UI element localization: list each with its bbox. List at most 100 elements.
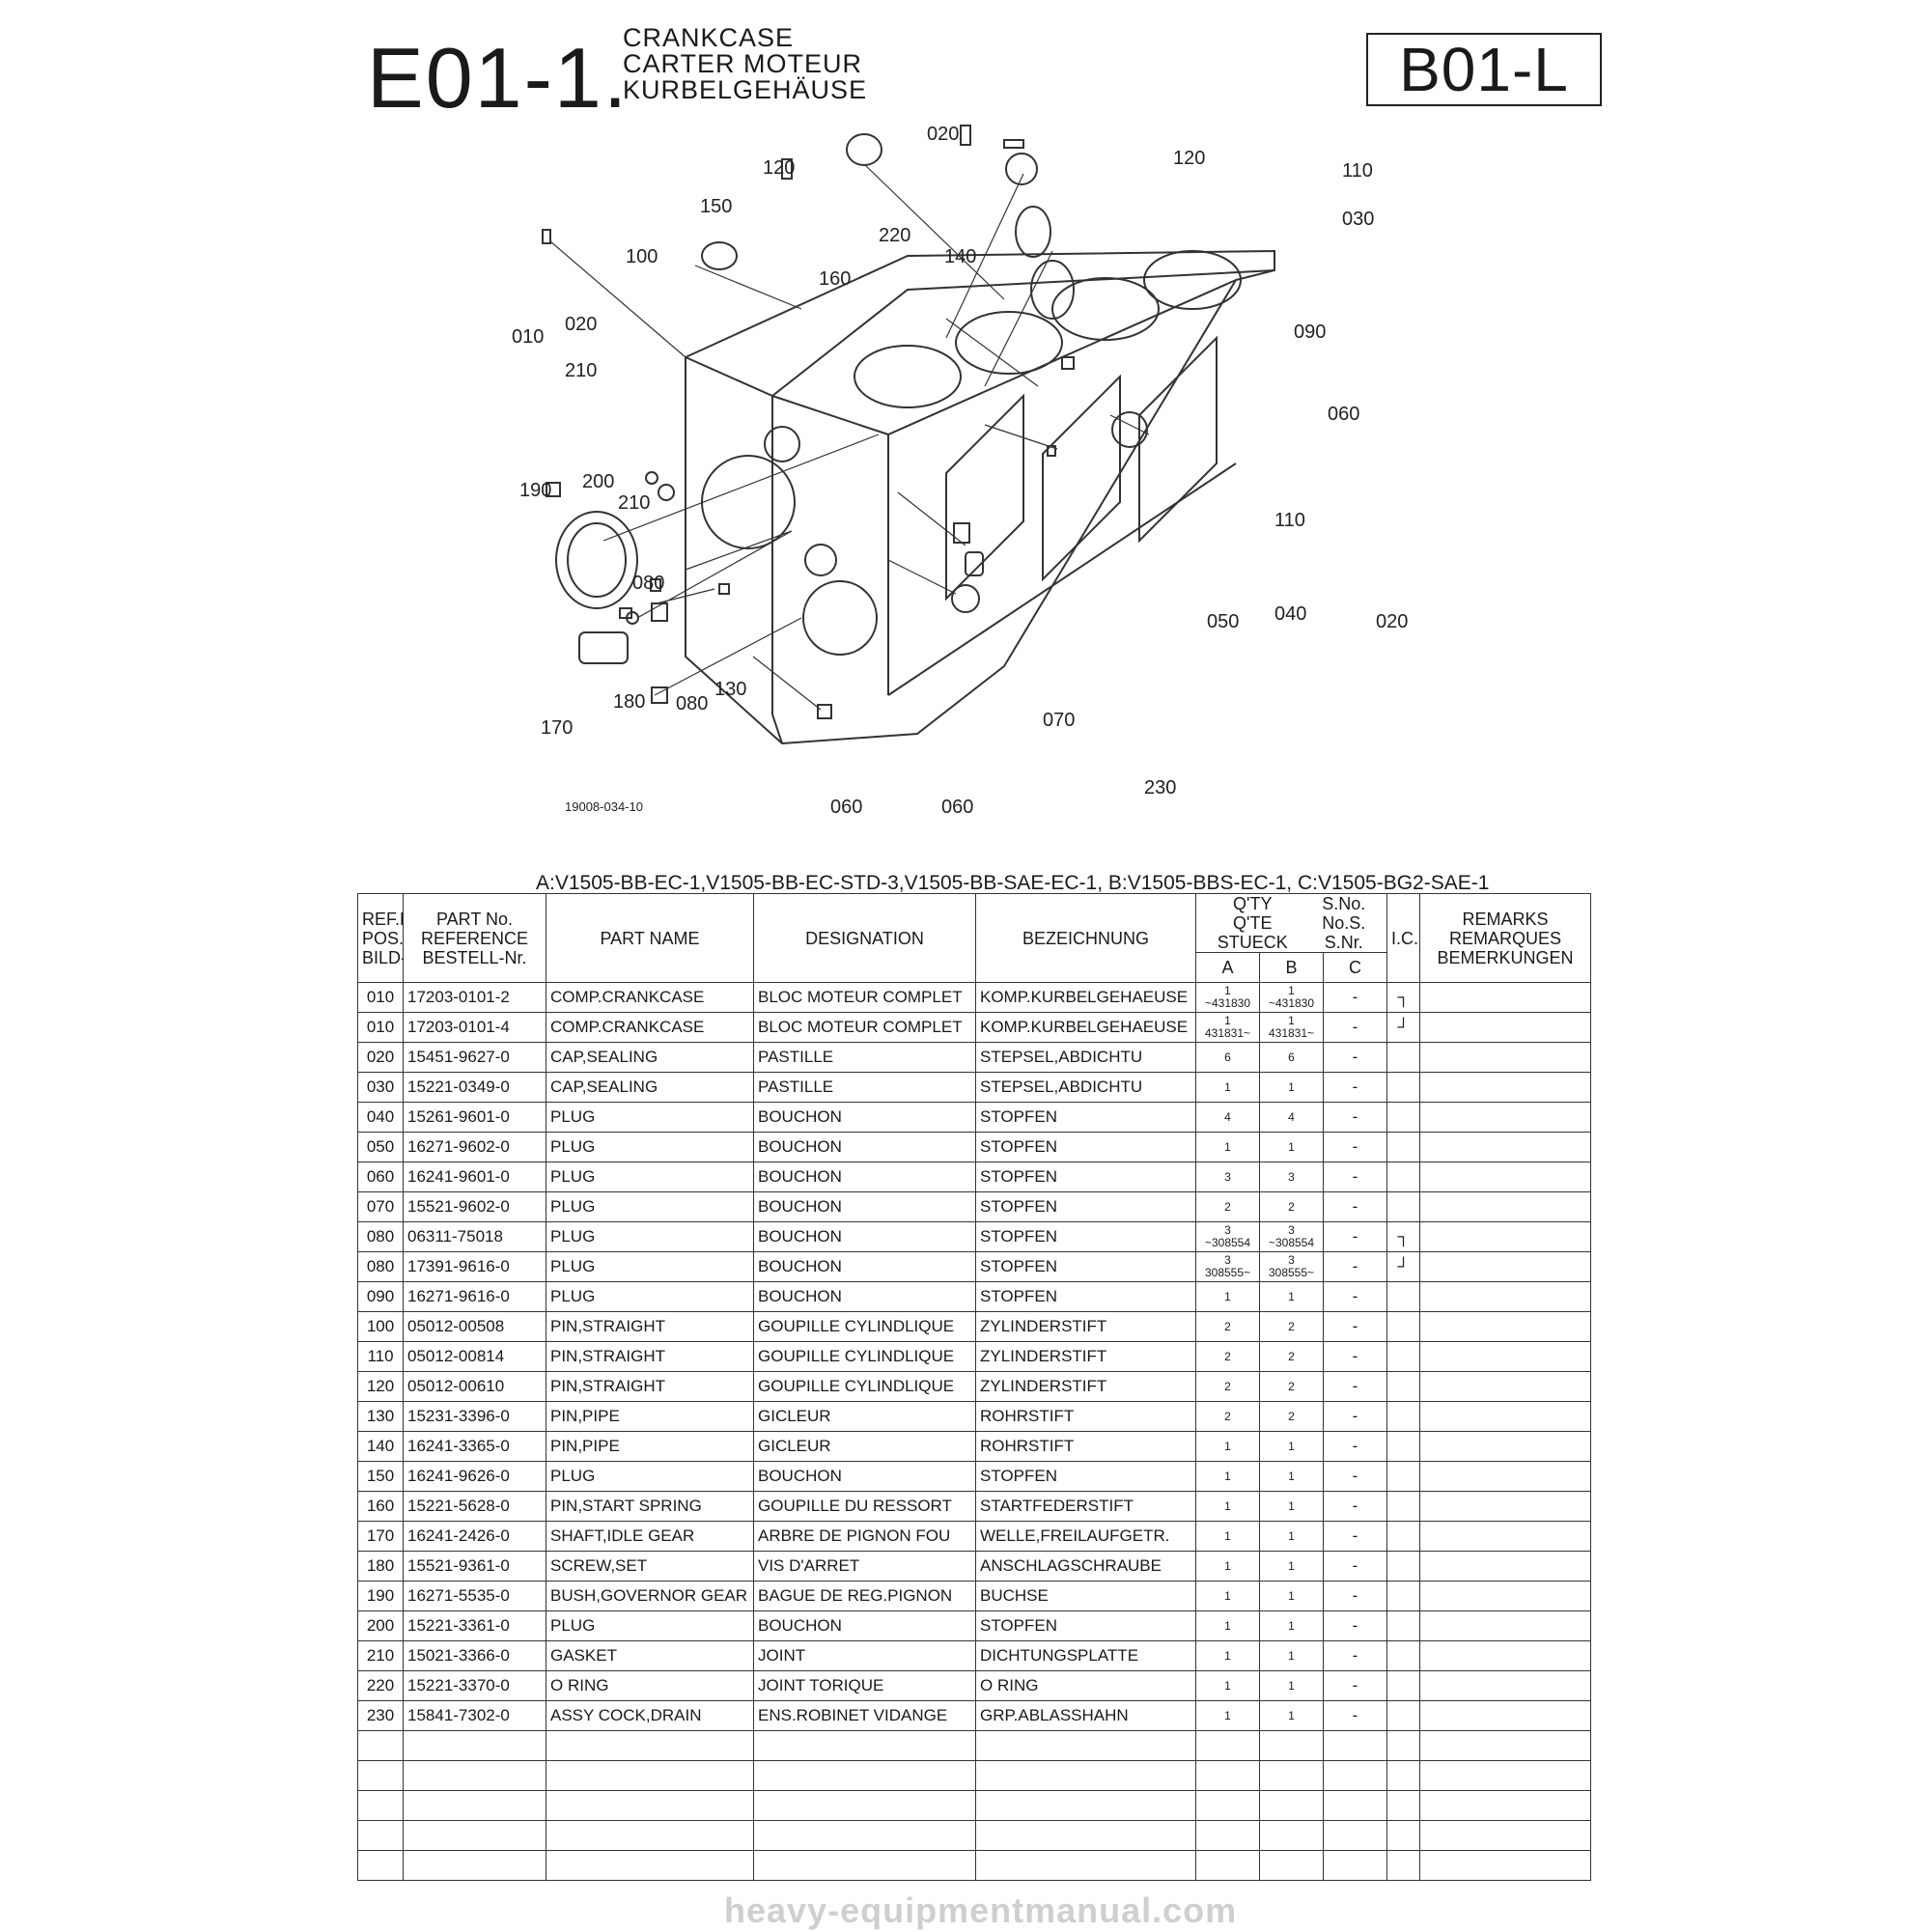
qty-b-cell: 1 (1259, 1670, 1324, 1701)
qty-a-cell: 1 (1195, 1491, 1260, 1522)
remarks-cell (1419, 1251, 1592, 1282)
part-no-cell: 15231-3396-0 (403, 1401, 546, 1432)
designation-cell: VIS D'ARRET (753, 1551, 976, 1582)
ref-cell: 050 (357, 1132, 404, 1162)
qty-b-cell: 2 (1259, 1341, 1324, 1372)
ic-cell: ┘ (1386, 1012, 1421, 1043)
ic-cell (1386, 1401, 1421, 1432)
svg-text:170: 170 (541, 717, 573, 739)
part-name-cell: BUSH,GOVERNOR GEAR (546, 1581, 754, 1611)
part-name-cell: CAP,SEALING (546, 1072, 754, 1103)
remarks-cell (1419, 1012, 1592, 1043)
remarks-cell (1419, 1162, 1592, 1192)
part-no-cell: 15021-3366-0 (403, 1640, 546, 1671)
qty-c-cell: - (1322, 1461, 1388, 1492)
empty-cell (546, 1820, 754, 1851)
ic-cell (1386, 1431, 1421, 1462)
part-no-cell: 17391-9616-0 (403, 1251, 546, 1282)
qty-a-cell: 2 (1195, 1191, 1260, 1222)
designation-cell: ENS.ROBINET VIDANGE (753, 1700, 976, 1731)
remarks-cell (1419, 1191, 1592, 1222)
part-name-cell: SCREW,SET (546, 1551, 754, 1582)
title-english: CRANKCASE (623, 23, 795, 52)
qty-a-cell: 1 (1195, 1700, 1260, 1731)
remarks-cell (1419, 1341, 1592, 1372)
qty-c-cell: - (1322, 1640, 1388, 1671)
qty-b-cell: 1 (1259, 1072, 1324, 1103)
designation-cell: BAGUE DE REG.PIGNON (753, 1581, 976, 1611)
part-no-cell: 15221-0349-0 (403, 1072, 546, 1103)
empty-cell (1259, 1760, 1324, 1791)
svg-text:050: 050 (1207, 611, 1239, 632)
designation-cell: BOUCHON (753, 1162, 976, 1192)
remarks-cell (1419, 1371, 1592, 1402)
qty-a-cell: 1 (1195, 1281, 1260, 1312)
ref-cell: 010 (357, 1012, 404, 1043)
ref-cell: 210 (357, 1640, 404, 1671)
qty-b-cell: 1 (1259, 1521, 1324, 1552)
qty-c-cell: - (1322, 1551, 1388, 1582)
designation-cell: ARBRE DE PIGNON FOU (753, 1521, 976, 1552)
svg-text:150: 150 (700, 196, 732, 217)
empty-cell (546, 1730, 754, 1761)
svg-text:160: 160 (819, 268, 851, 290)
designation-cell: BOUCHON (753, 1132, 976, 1162)
ic-cell (1386, 1581, 1421, 1611)
remarks-cell (1419, 1132, 1592, 1162)
svg-text:200: 200 (582, 471, 614, 492)
ic-cell: ┘ (1386, 1251, 1421, 1282)
svg-text:070: 070 (1043, 710, 1075, 731)
svg-text:080: 080 (676, 693, 708, 714)
part-name-cell: GASKET (546, 1640, 754, 1671)
title-german: KURBELGEHÄUSE (623, 75, 868, 104)
bezeichnung-cell: STOPFEN (975, 1191, 1196, 1222)
header-row: REF.No.POS.No.BILD-Nr. PART No.REFERENCE… (357, 893, 1592, 983)
part-name-cell: PIN,STRAIGHT (546, 1311, 754, 1342)
qty-b-cell: 3~308554 (1259, 1221, 1324, 1252)
bezeichnung-cell: KOMP.KURBELGEHAEUSE (975, 1012, 1196, 1043)
empty-cell (1259, 1850, 1324, 1881)
empty-cell (1322, 1730, 1388, 1761)
svg-text:060: 060 (941, 797, 973, 818)
qty-b-cell: 1 (1259, 1461, 1324, 1492)
qty-c-cell: - (1322, 1012, 1388, 1043)
watermark: heavy-equipmentmanual.com (724, 1890, 1238, 1930)
ref-cell: 160 (357, 1491, 404, 1522)
svg-text:040: 040 (1274, 603, 1306, 625)
part-no-cell: 16241-3365-0 (403, 1431, 546, 1462)
empty-cell (1419, 1760, 1592, 1791)
ic-cell (1386, 1491, 1421, 1522)
empty-cell (1322, 1820, 1388, 1851)
empty-table-row (357, 1850, 1592, 1881)
section-number: E01-1. (367, 30, 630, 126)
svg-text:030: 030 (1342, 209, 1374, 230)
empty-cell (753, 1790, 976, 1821)
qty-c-cell: - (1322, 1670, 1388, 1701)
qty-a-cell: 2 (1195, 1401, 1260, 1432)
empty-cell (975, 1760, 1196, 1791)
designation-cell: GICLEUR (753, 1431, 976, 1462)
designation-cell: BLOC MOTEUR COMPLET (753, 982, 976, 1013)
bezeichnung-cell: WELLE,FREILAUFGETR. (975, 1521, 1196, 1552)
empty-cell (1419, 1730, 1592, 1761)
empty-cell (403, 1790, 546, 1821)
svg-text:080: 080 (632, 573, 664, 594)
ic-cell (1386, 1042, 1421, 1073)
ref-cell: 120 (357, 1371, 404, 1402)
designation-cell: BOUCHON (753, 1191, 976, 1222)
qty-c-cell: - (1322, 1521, 1388, 1552)
qty-a-cell: 1 (1195, 1072, 1260, 1103)
ic-cell (1386, 1072, 1421, 1103)
part-name-cell: PLUG (546, 1221, 754, 1252)
remarks-cell (1419, 1461, 1592, 1492)
part-no-cell: 16241-2426-0 (403, 1521, 546, 1552)
remarks-cell (1419, 1581, 1592, 1611)
